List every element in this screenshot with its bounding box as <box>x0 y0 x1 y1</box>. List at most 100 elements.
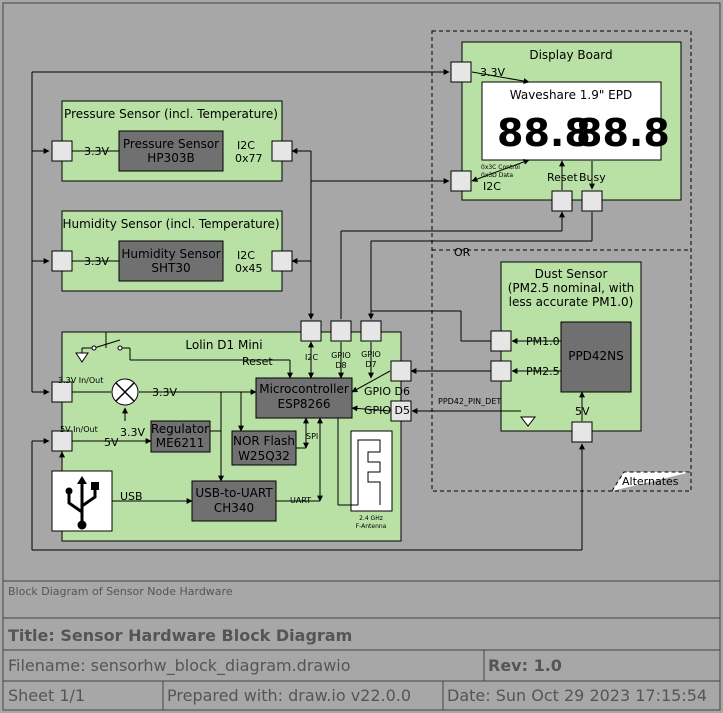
pressure-3v3-pad <box>51 140 73 162</box>
title-block-title: Title: Sensor Hardware Block Diagram <box>8 626 352 645</box>
dust-chip <box>560 321 632 393</box>
nor-part: W25Q32 <box>238 449 290 463</box>
label-mcu-reset: Reset <box>242 355 273 368</box>
humidity-chip <box>118 240 224 282</box>
title-block-prepared: Prepared with: draw.io v22.0.0 <box>167 686 411 705</box>
uart-chip-name: USB-to-UART <box>195 486 273 500</box>
humidity-chip-name: Humidity Sensor <box>121 247 220 261</box>
dust-pm10-pad <box>490 330 512 352</box>
display-board-title: Display Board <box>529 48 612 62</box>
humidity-i2c-pad <box>271 250 293 272</box>
lolin-d7-pad <box>360 320 382 342</box>
epd-digits-left: 88.8 <box>497 111 591 155</box>
lolin-title: Lolin D1 Mini <box>185 338 262 352</box>
label-busy: Busy <box>579 171 606 184</box>
reset-ground-symbol <box>75 352 89 363</box>
epd-digits-right: 88.8 <box>576 111 670 155</box>
label-pressure-addr: 0x77 <box>235 152 263 165</box>
label-humidity-3v3: 3.3V <box>84 255 109 268</box>
ppd42-ground-symbol <box>519 416 537 427</box>
pressure-group-title: Pressure Sensor (incl. Temperature) <box>64 107 278 121</box>
label-gpio-d8-2: D8 <box>335 361 346 370</box>
display-reset-pad <box>551 190 573 212</box>
alternates-label-frame <box>611 471 691 492</box>
label-display-3v3: 3.3V <box>480 66 505 79</box>
label-usb: USB <box>120 490 143 503</box>
label-gpio-d8-1: GPIO <box>331 351 351 360</box>
label-uart: UART <box>290 496 311 505</box>
epd-title: Waveshare 1.9" EPD <box>510 88 633 102</box>
dust-pm25-pad <box>490 360 512 382</box>
pressure-chip-part: HP303B <box>147 151 194 165</box>
humidity-chip-part: SHT30 <box>151 261 190 275</box>
title-block-sheet: Sheet 1/1 <box>8 686 85 705</box>
label-3v3-inout: 3.3V In/Out <box>58 376 103 385</box>
usb-uart-chip <box>191 480 277 522</box>
humidity-group-title: Humidity Sensor (incl. Temperature) <box>62 217 279 231</box>
display-3v3-pad <box>450 61 472 83</box>
label-pm25: PM2.5 <box>526 365 560 378</box>
label-spi: SPI <box>306 432 318 441</box>
label-gpio-d6: GPIO D6 <box>364 385 410 398</box>
lolin-d5-pad <box>390 400 412 422</box>
lolin-i2c-pad <box>300 320 322 342</box>
dust-chip-name: PPD42NS <box>568 349 624 363</box>
label-pm10: PM1.0 <box>526 335 560 348</box>
mcu-chip <box>255 377 353 419</box>
dust-5v-pad <box>571 421 593 443</box>
nor-name: NOR Flash <box>233 434 295 448</box>
humidity-3v3-pad <box>51 250 73 272</box>
pressure-chip-name: Pressure Sensor <box>123 137 219 151</box>
label-ppd42-pin: PPD42_PIN_DET <box>438 397 501 406</box>
title-block-description: Block Diagram of Sensor Node Hardware <box>8 585 233 598</box>
label-gpio-d5: GPIO D5 <box>364 404 410 417</box>
uart-chip-part: CH340 <box>214 501 254 515</box>
label-display-i2c: I2C <box>483 180 501 193</box>
label-humidity-addr: 0x45 <box>235 262 263 275</box>
mcu-part: ESP8266 <box>278 397 331 411</box>
regulator-name: Regulator <box>151 422 209 436</box>
dust-title-2: (PM2.5 nominal, with <box>508 281 635 295</box>
display-i2c-pad <box>450 170 472 192</box>
usb-icon <box>65 476 99 530</box>
lolin-d8-pad <box>330 320 352 342</box>
label-gpio-d7-2: D7 <box>365 360 376 369</box>
label-regulator-3v3: 3.3V <box>120 426 145 439</box>
antenna-area <box>350 430 393 512</box>
title-block-date: Date: Sun Oct 29 2023 17:15:54 <box>447 686 707 705</box>
label-pressure-3v3: 3.3V <box>84 145 109 158</box>
lolin-d6-pad <box>390 360 412 382</box>
label-5v-inout: 5V In/Out <box>60 425 98 434</box>
reset-button-contact-right <box>117 345 123 351</box>
label-humidity-i2c: I2C <box>237 249 255 262</box>
display-busy-pad <box>581 190 603 212</box>
label-pressure-i2c: I2C <box>237 139 255 152</box>
label-mcu-3v3: 3.3V <box>152 386 177 399</box>
antenna-trace <box>357 439 381 505</box>
regulator-part: ME6211 <box>156 436 204 450</box>
pressure-chip <box>118 130 224 172</box>
title-block-rev: Rev: 1.0 <box>488 656 562 675</box>
epd-panel <box>481 81 662 161</box>
lolin-5v-pad <box>51 430 73 452</box>
nor-flash-chip <box>231 430 297 466</box>
pressure-i2c-pad <box>271 140 293 162</box>
antenna-label-2: F-Antenna <box>356 523 387 530</box>
label-reset: Reset <box>547 171 578 184</box>
title-block: Block Diagram of Sensor Node Hardware Ti… <box>3 580 720 710</box>
label-dust-5v: 5V <box>575 405 590 418</box>
label-gpio-d7-1: GPIO <box>361 350 381 359</box>
power-junction-cross <box>115 382 135 402</box>
alternates-label: Alternates <box>622 475 679 488</box>
dust-title-1: Dust Sensor <box>535 267 608 281</box>
label-or: OR <box>454 246 471 259</box>
reset-button-contact-left <box>91 345 97 351</box>
lolin-3v3-pad <box>51 381 73 403</box>
label-5v: 5V <box>104 436 119 449</box>
regulator-chip <box>150 420 211 453</box>
mcu-name: Microcontroller <box>259 382 349 396</box>
dust-title-3: less accurate PM1.0) <box>509 295 634 309</box>
title-block-filename: Filename: sensorhw_block_diagram.drawio <box>8 656 351 676</box>
